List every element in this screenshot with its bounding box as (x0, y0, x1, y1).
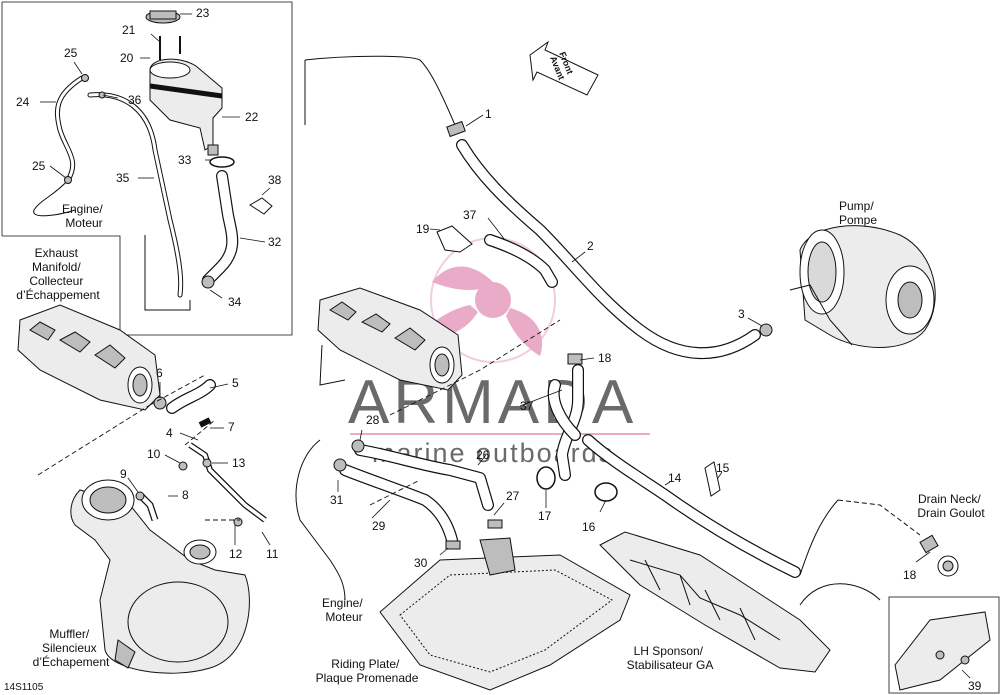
callout-7: 7 (228, 420, 235, 434)
callout-22: 22 (245, 110, 259, 124)
callout-8: 8 (182, 488, 189, 502)
callout-30: 30 (414, 556, 428, 570)
coolant-tank-assembly (33, 10, 273, 311)
grommet-38 (249, 197, 273, 215)
drain-neck (799, 499, 959, 606)
callout-5: 5 (232, 376, 239, 390)
hoses-exhaust-lower (295, 439, 503, 601)
callout-24: 24 (16, 95, 30, 109)
callout-38: 38 (268, 173, 282, 187)
grommet-19 (436, 225, 473, 253)
coolant-reservoir (149, 58, 223, 151)
inset-39-parts (894, 611, 991, 691)
callout-39: 39 (968, 679, 982, 693)
callout-25-bottom: 25 (32, 159, 46, 173)
clamp-34 (201, 275, 215, 289)
exhaust-manifold-left (17, 304, 161, 411)
callout-6: 6 (156, 366, 163, 380)
callout-3: 3 (738, 307, 745, 321)
front-arrow (529, 40, 599, 96)
gasket-17 (536, 466, 556, 490)
callout-leaders (40, 13, 971, 679)
callout-34: 34 (228, 295, 242, 309)
label-riding-plate: Riding Plate/ Plaque Promenade (316, 657, 419, 685)
callout-4: 4 (166, 426, 173, 440)
armada-watermark: ARMADA marine outboards (348, 237, 650, 468)
hose-37-upper (436, 225, 558, 288)
callout-18-drain: 18 (903, 568, 917, 582)
jet-pump (789, 225, 936, 348)
inset-box-39 (888, 596, 1000, 694)
callout-26: 26 (476, 448, 490, 462)
callout-19: 19 (416, 222, 430, 236)
label-drain-neck: Drain Neck/ Drain Goulot (917, 492, 985, 520)
exhaust-manifold-center (317, 287, 463, 391)
clamp-15 (704, 461, 721, 497)
label-lh-sponson: LH Sponson/ Stabilisateur GA (627, 644, 714, 672)
callout-37-upper: 37 (463, 208, 477, 222)
riding-plate (379, 537, 631, 691)
callout-25-top: 25 (64, 46, 78, 60)
callout-20: 20 (120, 51, 134, 65)
gasket-16 (594, 482, 618, 502)
callout-11: 11 (266, 547, 279, 561)
callout-21: 21 (122, 23, 136, 37)
callout-2: 2 (587, 239, 594, 253)
callout-37-lower: 37 (520, 399, 534, 413)
callout-31: 31 (330, 493, 344, 507)
label-exhaust-manifold: Exhaust Manifold/ Collecteur d’Échappeme… (16, 246, 100, 302)
callout-16: 16 (582, 520, 596, 534)
label-engine-bottom: Engine/ Moteur (322, 596, 366, 624)
callout-numbers: 1 2 3 4 5 6 7 8 9 10 11 12 13 14 15 16 1… (16, 6, 982, 693)
lh-sponson (599, 531, 831, 673)
label-pump: Pump/ Pompe (839, 199, 877, 227)
callout-15: 15 (716, 461, 730, 475)
callout-12: 12 (229, 547, 243, 561)
callout-17: 17 (538, 509, 552, 523)
callout-36: 36 (128, 93, 142, 107)
callout-9: 9 (120, 467, 127, 481)
callout-13: 13 (232, 456, 246, 470)
callout-33: 33 (178, 153, 192, 167)
watermark-brand: ARMADA (348, 368, 637, 437)
callout-1: 1 (485, 107, 492, 121)
figure-code: 14S1105 (4, 682, 44, 693)
clamp-33 (209, 156, 235, 168)
callout-35: 35 (116, 171, 130, 185)
hoses-center-lower (536, 353, 801, 578)
callout-27: 27 (506, 489, 520, 503)
callout-29: 29 (372, 519, 386, 533)
callout-32: 32 (268, 235, 282, 249)
callout-14: 14 (668, 471, 682, 485)
muffler (70, 479, 250, 674)
callout-18-center: 18 (598, 351, 612, 365)
callout-28: 28 (366, 413, 380, 427)
hose-2 (304, 55, 773, 360)
callout-10: 10 (147, 447, 161, 461)
callout-23: 23 (196, 6, 210, 20)
label-muffler: Muffler/ Silencieux d’Échapement (33, 627, 110, 669)
dashed-guides (37, 319, 561, 521)
label-engine-top: Engine/ Moteur (62, 202, 106, 230)
